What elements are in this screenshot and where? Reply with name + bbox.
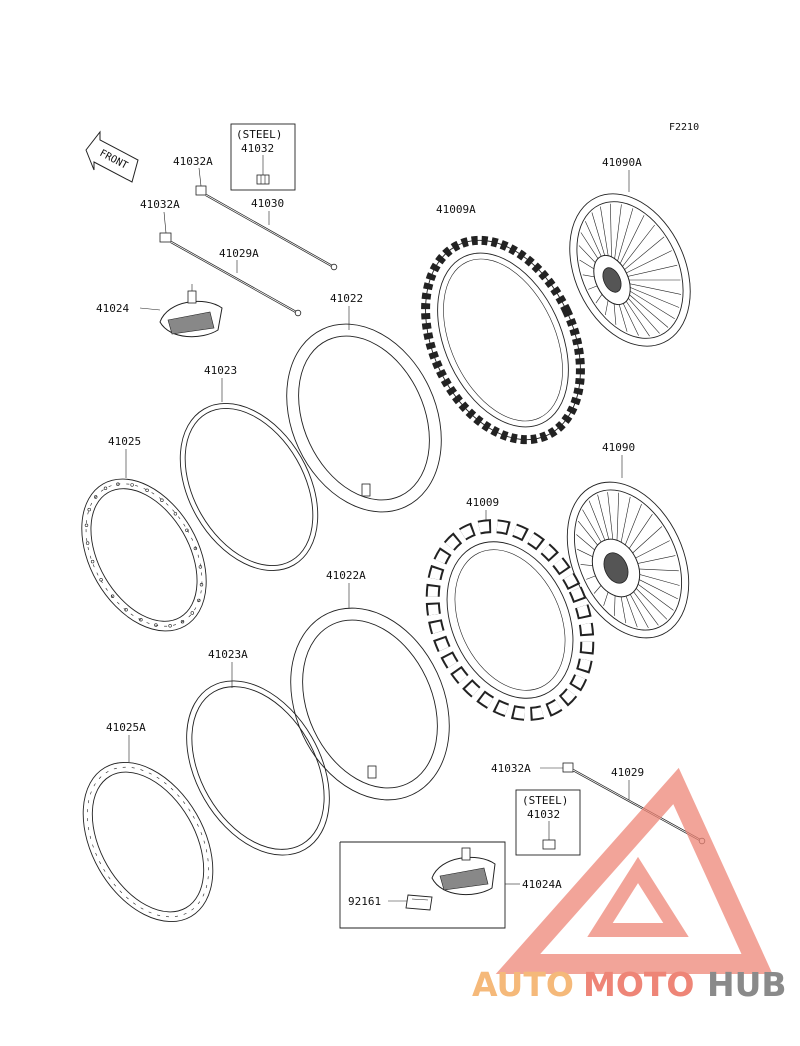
rim-spoke-hole (130, 483, 134, 487)
valve-nut-icon (256, 174, 270, 185)
front-arrow-icon: FRONT (85, 130, 139, 183)
part-41032a-label-3: 41032A (491, 762, 531, 775)
rim-spoke-hole (160, 498, 164, 502)
part-41032-bottom-label: 41032 (527, 808, 560, 821)
steel-box-label-bottom: (STEEL) (522, 794, 568, 807)
rim-spoke-hole (180, 619, 185, 624)
part-41090-label: 41090 (602, 441, 635, 454)
steel-box-top: (STEEL) 41032 (230, 123, 296, 191)
watermark-part2: MOTO (583, 965, 694, 1004)
part-41029a-label: 41029A (219, 247, 259, 260)
rim-41025a (82, 761, 214, 923)
part-41029-label: 41029 (611, 766, 644, 779)
part-41022a-label: 41022A (326, 569, 366, 582)
part-41090a-label: 41090A (602, 156, 642, 169)
rim-spoke-hole (87, 507, 91, 512)
spoke-41030-icon (205, 194, 338, 271)
rim-41025 (81, 478, 207, 632)
part-41032-top-label: 41032 (241, 142, 274, 155)
rim-spoke-hole (116, 482, 120, 486)
part-41024-label: 41024 (96, 302, 129, 315)
rim-spoke-hole (103, 486, 108, 490)
rim-spoke-hole (173, 512, 178, 516)
wheel-41090 (566, 481, 690, 639)
watermark-part3: HUB (707, 965, 787, 1004)
rim-spoke-hole (154, 623, 158, 627)
part-41023-label: 41023 (204, 364, 237, 377)
tire-41009a (421, 235, 585, 445)
part-41009a-label: 41009A (436, 203, 476, 216)
rim-spoke-hole (124, 608, 128, 612)
wheel-41090a (569, 193, 691, 347)
rim-spoke-hole (93, 495, 98, 499)
rim-spoke-hole (84, 523, 89, 527)
rim-spoke-hole (85, 541, 90, 545)
rim-lock-box: 41024A 92161 (339, 841, 562, 929)
rim-spoke-hole (139, 617, 143, 622)
watermark-part1: AUTO (472, 965, 574, 1004)
part-41024a-label: 41024A (522, 878, 562, 891)
part-41023a-label: 41023A (208, 648, 248, 661)
rim-spoke-hole (193, 546, 198, 551)
inner-tube-41022a (290, 607, 450, 801)
rim-spoke-hole (145, 488, 149, 492)
rim-spoke-hole (190, 611, 195, 615)
part-41009-label: 41009 (466, 496, 499, 509)
part-41032a-label-2: 41032A (140, 198, 180, 211)
part-92161-label: 92161 (348, 895, 381, 908)
part-41025-label: 41025 (108, 435, 141, 448)
part-41032a-label-1: 41032A (173, 155, 213, 168)
spoke-41029a-icon (170, 241, 302, 317)
steel-box-label-top: (STEEL) (236, 128, 282, 141)
rim-spoke-hole (199, 582, 204, 587)
rim-lock-icon-bottom (431, 847, 496, 896)
rim-band-41023a (186, 680, 330, 856)
rim-spoke-hole (99, 578, 103, 582)
spoke-nipple-icon-2 (159, 232, 172, 243)
part-41030-label: 41030 (251, 197, 284, 210)
spoke-nipple-icon-1 (195, 185, 207, 196)
rim-spoke-hole (110, 594, 115, 598)
inner-tube-41022 (286, 323, 442, 513)
rim-spoke-hole (198, 565, 203, 569)
part-41025a-label: 41025A (106, 721, 146, 734)
figure-code: F2210 (669, 122, 699, 133)
rim-band-41023 (179, 403, 319, 571)
rim-spoke-hole (168, 624, 172, 628)
rim-spoke-hole (185, 528, 189, 532)
rim-spoke-hole (197, 598, 201, 603)
watermark-text: AUTO MOTO HUB (472, 965, 787, 1004)
rim-lock-icon-top (159, 284, 223, 338)
rim-lock-nut-icon (405, 894, 433, 911)
spoke-nipple-icon-3 (562, 762, 574, 773)
steel-box-bottom: (STEEL) 41032 (515, 789, 581, 856)
part-41022-label: 41022 (330, 292, 363, 305)
watermark-logo (495, 767, 773, 974)
tire-41009 (425, 519, 595, 721)
rim-spoke-hole (90, 559, 95, 564)
